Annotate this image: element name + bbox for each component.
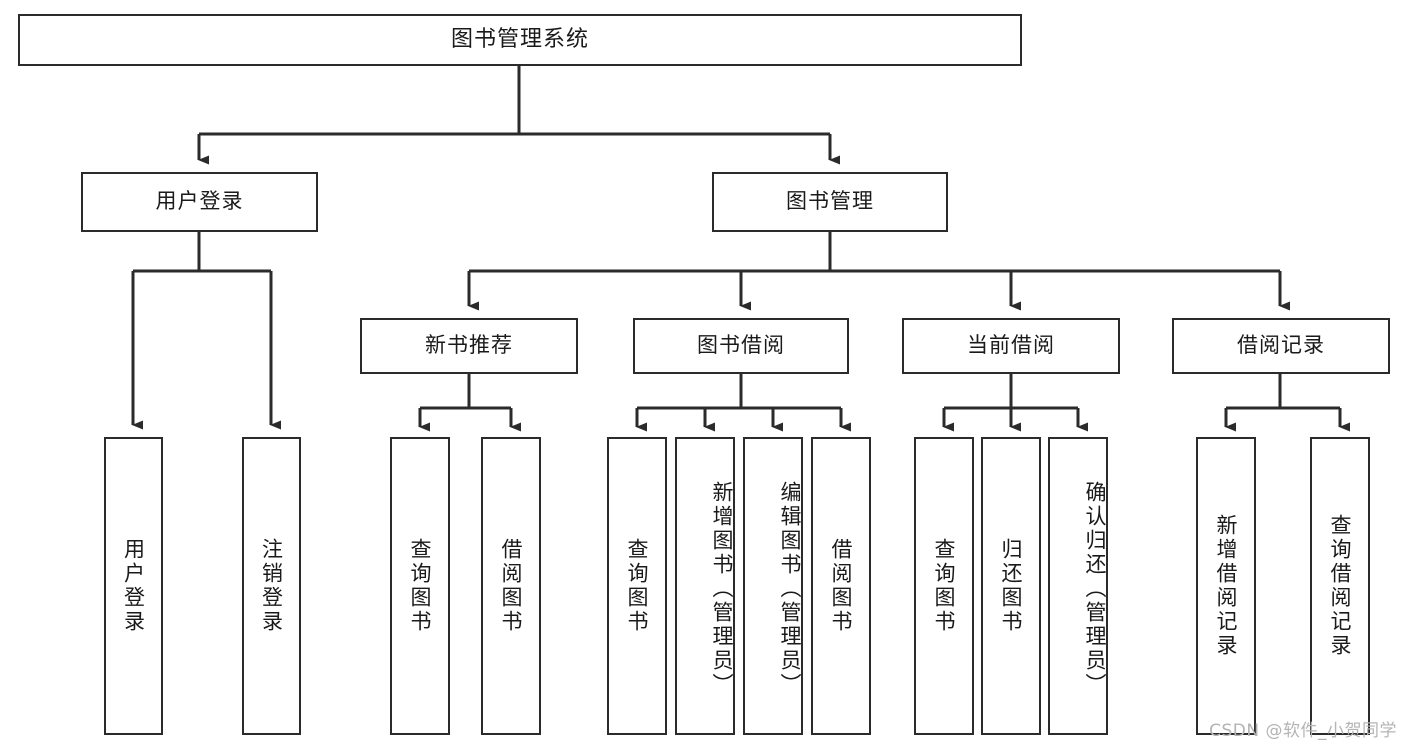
leaf-borrow-borrow-book[interactable]: 借阅图书: [811, 437, 871, 735]
leaf-current-query-book-label: 查询图书: [932, 538, 957, 634]
node-user-login[interactable]: 用户登录: [81, 172, 318, 232]
leaf-borrow-query-book-label: 查询图书: [625, 538, 650, 634]
leaf-current-return-book[interactable]: 归还图书: [981, 437, 1041, 735]
leaf-record-query-label: 查询借阅记录: [1328, 514, 1353, 658]
leaf-borrow-add-book-label: 新增图书（管理员）: [710, 481, 734, 697]
leaf-borrow-add-book[interactable]: 新增图书（管理员）: [675, 437, 735, 735]
leaf-record-query[interactable]: 查询借阅记录: [1310, 437, 1370, 735]
leaf-current-query-book[interactable]: 查询图书: [914, 437, 974, 735]
leaf-rec-query-book-label: 查询图书: [408, 538, 433, 634]
leaf-rec-borrow-book[interactable]: 借阅图书: [481, 437, 541, 735]
node-borrow-record[interactable]: 借阅记录: [1172, 318, 1390, 374]
leaf-user-logout-label: 注销登录: [259, 538, 284, 634]
leaf-record-add[interactable]: 新增借阅记录: [1196, 437, 1256, 735]
leaf-borrow-borrow-book-label: 借阅图书: [829, 538, 854, 634]
leaf-current-return-book-label: 归还图书: [999, 538, 1024, 634]
node-current-borrow[interactable]: 当前借阅: [902, 318, 1120, 374]
leaf-rec-borrow-book-label: 借阅图书: [499, 538, 524, 634]
leaf-user-logout[interactable]: 注销登录: [242, 437, 301, 735]
leaf-current-confirm-return[interactable]: 确认归还（管理员）: [1048, 437, 1108, 735]
leaf-current-confirm-return-label: 确认归还（管理员）: [1083, 481, 1107, 697]
leaf-rec-query-book[interactable]: 查询图书: [390, 437, 450, 735]
node-book-borrow[interactable]: 图书借阅: [633, 318, 849, 374]
leaf-user-login-label: 用户登录: [121, 538, 146, 634]
leaf-user-login[interactable]: 用户登录: [104, 437, 163, 735]
leaf-borrow-query-book[interactable]: 查询图书: [607, 437, 667, 735]
leaf-record-add-label: 新增借阅记录: [1214, 514, 1239, 658]
leaf-borrow-edit-book[interactable]: 编辑图书（管理员）: [743, 437, 803, 735]
node-book-manage[interactable]: 图书管理: [712, 172, 948, 232]
node-new-book-recommend[interactable]: 新书推荐: [360, 318, 578, 374]
node-root-system[interactable]: 图书管理系统: [18, 14, 1022, 66]
leaf-borrow-edit-book-label: 编辑图书（管理员）: [778, 481, 802, 697]
